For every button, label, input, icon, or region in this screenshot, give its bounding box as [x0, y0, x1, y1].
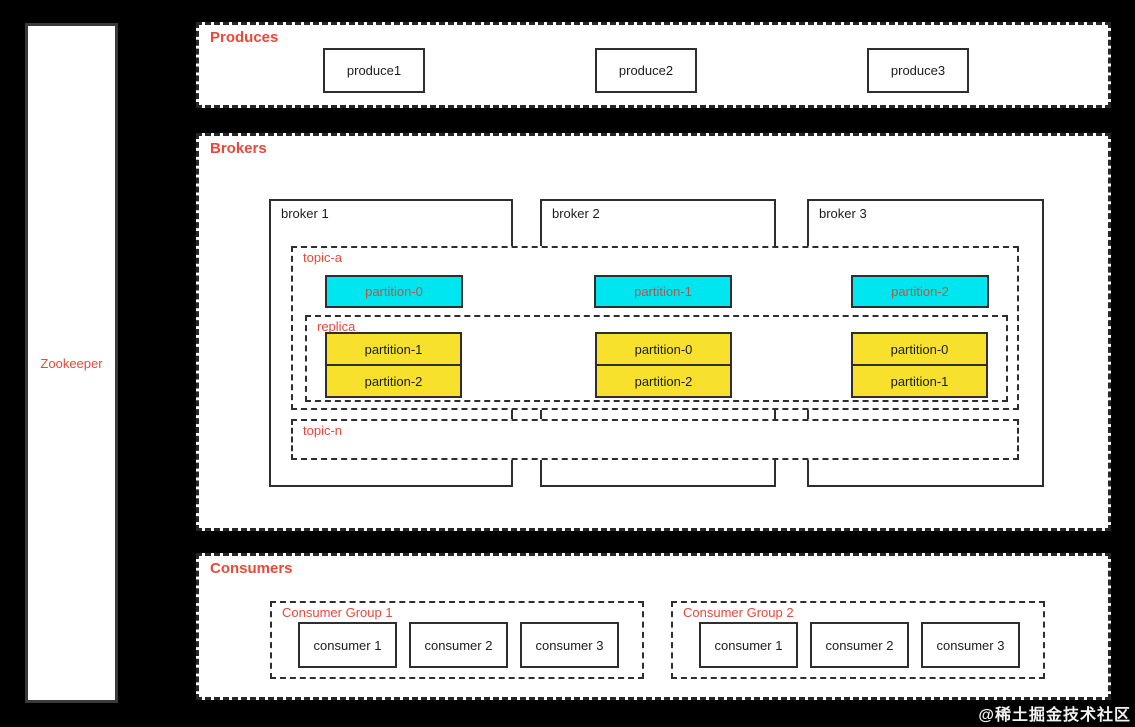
producer-box-1: produce1: [323, 48, 425, 93]
leader-partition-0: partition-0: [325, 275, 463, 308]
watermark: @稀土掘金技术社区: [978, 707, 1131, 724]
consumer-box: consumer 3: [921, 622, 1020, 668]
replica-partition: partition-2: [595, 364, 732, 398]
consumer-group-1: Consumer Group 1 consumer 1 consumer 2 c…: [270, 601, 644, 679]
replica-partition: partition-2: [325, 364, 462, 398]
replica-partition: partition-0: [595, 332, 732, 366]
producer-box-2: produce2: [595, 48, 697, 93]
replica-stack-broker-1: partition-1 partition-2: [325, 332, 462, 398]
replica-partition: partition-1: [325, 332, 462, 366]
consumer-box: consumer 2: [409, 622, 508, 668]
consumer-group-2: Consumer Group 2 consumer 1 consumer 2 c…: [671, 601, 1045, 679]
topic-n-label: topic-n: [303, 423, 343, 438]
topic-a-label: topic-a: [303, 250, 343, 265]
leader-partition-2: partition-2: [851, 275, 989, 308]
consumer-box: consumer 1: [298, 622, 397, 668]
producer-box-3: produce3: [867, 48, 969, 93]
broker-1-label: broker 1: [281, 206, 329, 221]
topic-n-box: topic-n: [291, 419, 1019, 460]
produces-section: Produces produce1 produce2 produce3: [196, 22, 1111, 108]
consumer-group-1-label: Consumer Group 1: [282, 605, 393, 620]
consumer-box: consumer 2: [810, 622, 909, 668]
produces-title: Produces: [210, 29, 279, 46]
replica-partition: partition-0: [851, 332, 988, 366]
zookeeper-label: Zookeeper: [40, 355, 103, 371]
consumers-title: Consumers: [210, 560, 293, 577]
broker-2-label: broker 2: [552, 206, 600, 221]
consumers-section: Consumers Consumer Group 1 consumer 1 co…: [196, 553, 1111, 700]
brokers-title: Brokers: [210, 140, 267, 157]
consumer-box: consumer 1: [699, 622, 798, 668]
leader-partition-1: partition-1: [594, 275, 732, 308]
zookeeper-box: Zookeeper: [25, 23, 118, 703]
consumer-group-2-label: Consumer Group 2: [683, 605, 794, 620]
replica-partition: partition-1: [851, 364, 988, 398]
broker-3-label: broker 3: [819, 206, 867, 221]
consumer-box: consumer 3: [520, 622, 619, 668]
replica-stack-broker-2: partition-0 partition-2: [595, 332, 732, 398]
brokers-section: Brokers broker 1 broker 2 broker 3 topic…: [196, 133, 1111, 531]
replica-stack-broker-3: partition-0 partition-1: [851, 332, 988, 398]
replica-label: replica: [317, 319, 356, 334]
